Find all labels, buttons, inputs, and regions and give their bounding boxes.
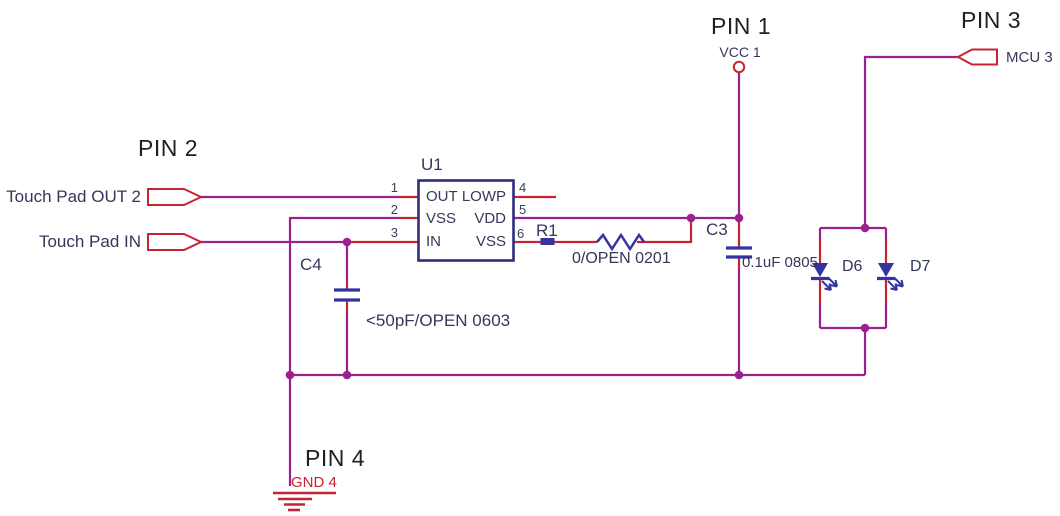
u1-pin2-number: 2 bbox=[390, 202, 398, 217]
vcc1-net-label: VCC 1 bbox=[719, 44, 761, 60]
u1-pin6-number: 6 bbox=[517, 226, 525, 241]
touchpad-out-connector bbox=[147, 188, 204, 206]
gnd4-net-label: GND 4 bbox=[291, 474, 337, 491]
pin-stubs bbox=[345, 195, 888, 311]
u1-pin-name-in: IN bbox=[426, 233, 441, 250]
u1-pin3-number: 3 bbox=[390, 225, 398, 240]
r1-refdes: R1 bbox=[536, 221, 558, 240]
mcu3-connector bbox=[955, 48, 998, 66]
u1-pin4-number: 4 bbox=[519, 180, 527, 195]
touchpad-in-connector bbox=[147, 233, 204, 251]
pin1-title: PIN 1 bbox=[710, 13, 772, 39]
u1-pin-name-vss6: VSS bbox=[475, 233, 506, 250]
pin3-title: PIN 3 bbox=[960, 7, 1022, 33]
mcu3-net-label: MCU 3 bbox=[1006, 49, 1053, 66]
u1-pin-name-out: OUT bbox=[426, 188, 458, 205]
c4-value: <50pF/OPEN 0603 bbox=[366, 311, 511, 330]
d7-led-symbol bbox=[877, 263, 904, 291]
port-connectors bbox=[147, 48, 998, 251]
r1-resistor-symbol bbox=[540, 232, 646, 252]
c4-refdes: C4 bbox=[300, 255, 322, 274]
c4-capacitor-symbol bbox=[334, 288, 360, 302]
r1-value: 0/OPEN 0201 bbox=[572, 250, 671, 267]
u1-pin-name-vss2: VSS bbox=[426, 210, 457, 227]
wire-vss-pin2 bbox=[288, 216, 397, 375]
net-wires bbox=[201, 55, 958, 486]
wire-mcu3 bbox=[863, 55, 958, 228]
u1-pin-name-lowp: LOWP bbox=[461, 188, 506, 205]
d6-refdes: D6 bbox=[842, 258, 863, 275]
pin2-title: PIN 2 bbox=[138, 135, 199, 161]
c3-refdes: C3 bbox=[706, 220, 728, 239]
u1-pin1-number: 1 bbox=[390, 180, 398, 195]
gnd-symbol bbox=[273, 491, 336, 512]
pin4-title: PIN 4 bbox=[305, 445, 366, 471]
touchpad-in-label: Touch Pad IN bbox=[38, 232, 141, 251]
d6-led-symbol bbox=[811, 263, 838, 291]
u1-ic-body bbox=[417, 179, 515, 262]
u1-refdes: U1 bbox=[421, 155, 443, 174]
junction-dots bbox=[285, 213, 870, 380]
touchpad-out-label: Touch Pad OUT 2 bbox=[6, 187, 141, 206]
u1-pin-name-vdd: VDD bbox=[474, 210, 506, 227]
c3-capacitor-symbol bbox=[726, 246, 752, 259]
u1-pin5-number: 5 bbox=[519, 202, 527, 217]
stub-r1-to-vdd bbox=[637, 218, 693, 244]
vcc1-terminal bbox=[732, 60, 746, 74]
d7-refdes: D7 bbox=[910, 258, 931, 275]
c3-value: 0.1uF 0805 bbox=[742, 254, 818, 271]
